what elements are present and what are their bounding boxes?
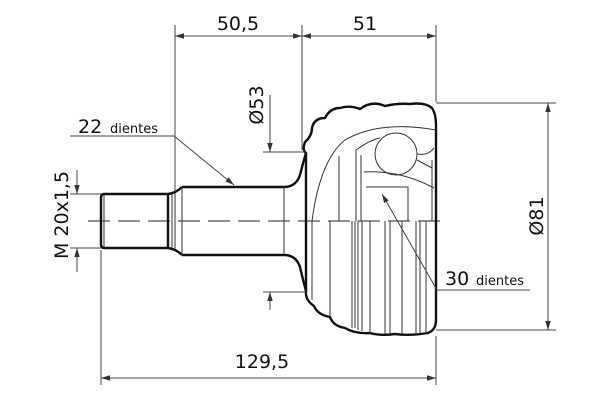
splined-shaft: [181, 152, 308, 292]
threaded-end: [99, 192, 168, 250]
label-shaft-length: 50,5: [217, 13, 259, 35]
label-inner-teeth: 30 dientes: [445, 268, 524, 290]
housing: [302, 102, 438, 336]
label-flange-diameter: Ø53: [246, 85, 268, 124]
svg-text:22: 22: [78, 116, 102, 138]
label-shaft-teeth: 22 dientes: [78, 116, 158, 138]
label-housing-diameter: Ø81: [526, 196, 548, 235]
label-housing-length: 51: [353, 13, 377, 35]
svg-text:dientes: dientes: [476, 274, 524, 289]
extension-lines: [70, 25, 556, 385]
leader-inner-teeth: [381, 193, 530, 291]
groove: [166, 186, 183, 256]
svg-text:dientes: dientes: [110, 122, 158, 137]
svg-text:30: 30: [445, 268, 469, 290]
label-thread: M 20x1,5: [51, 171, 73, 259]
housing-lower-splines: [311, 221, 427, 334]
leader-shaft-teeth: [70, 135, 235, 186]
label-total-length: 129,5: [235, 351, 289, 373]
